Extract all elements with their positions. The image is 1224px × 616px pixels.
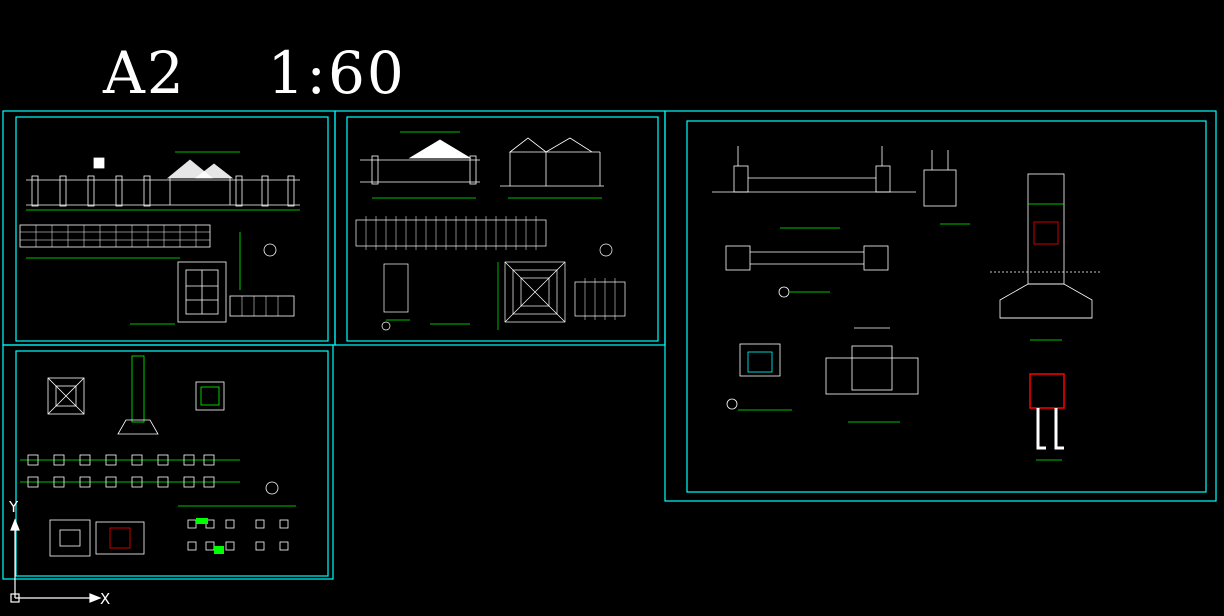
outer-frame-top-middle (334, 110, 666, 346)
sheet-frames (2, 110, 1217, 580)
footing-plan-drawing (726, 327, 919, 423)
inner-frame-top-middle (346, 116, 659, 342)
outer-frame-bottom-left (2, 344, 334, 580)
footing-grid-plan (20, 454, 279, 495)
pavilion-elevation-drawing (360, 131, 604, 199)
post-section-drawing (990, 173, 1100, 341)
detail-enlargement-drawing (1029, 373, 1065, 461)
ucs-icon (10, 518, 102, 603)
outer-frame-top-left (2, 110, 336, 346)
gate-elevation-drawing (712, 146, 970, 298)
inner-frame-bottom-left (15, 350, 329, 577)
inner-frame-right (686, 120, 1207, 493)
outer-frame-right (664, 110, 1217, 502)
fence-elevation-drawing (26, 151, 300, 211)
column-plan-details (49, 505, 296, 557)
column-detail-drawings (47, 355, 225, 435)
ucs-x-label: X (100, 590, 111, 608)
drawing-title: A2 1:60 (103, 39, 406, 107)
pergola-plan-drawing (355, 216, 626, 331)
ucs-y-label: Y (9, 498, 19, 516)
fence-plan-drawing (19, 224, 295, 325)
inner-frame-top-left (15, 116, 329, 342)
